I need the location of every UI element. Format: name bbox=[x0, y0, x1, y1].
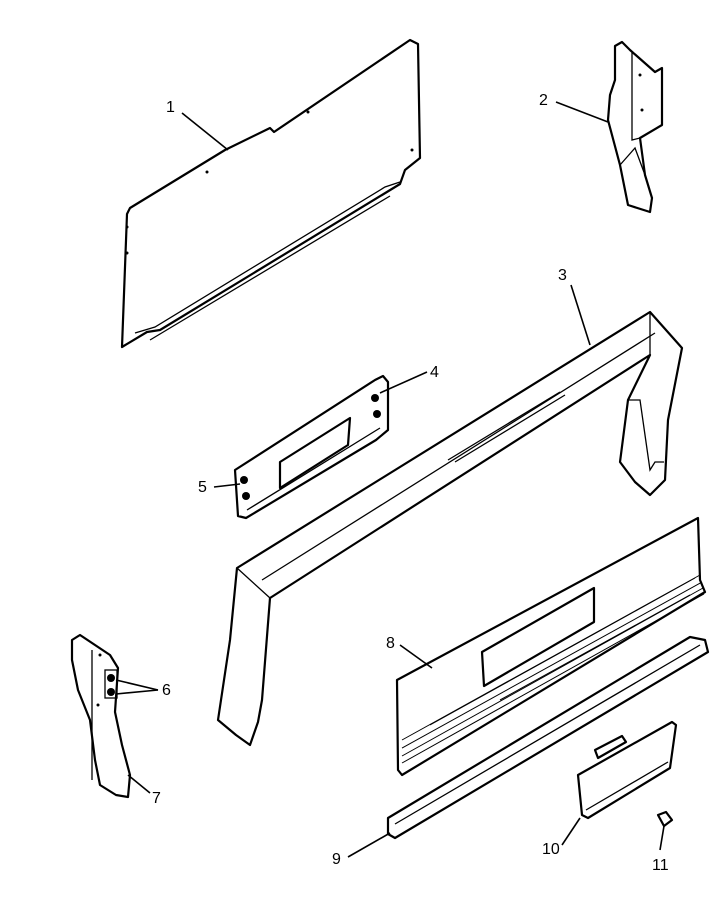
part-1-back-panel bbox=[120, 38, 422, 349]
leader-lines bbox=[115, 101, 665, 858]
part-8-control-panel bbox=[395, 516, 707, 777]
callout-6: 6 bbox=[162, 682, 171, 699]
callout-4: 4 bbox=[430, 364, 439, 381]
callout-1: 1 bbox=[166, 99, 175, 116]
callout-10: 10 bbox=[542, 841, 560, 858]
callout-2: 2 bbox=[539, 92, 548, 109]
callout-11: 11 bbox=[652, 857, 669, 874]
callout-9: 9 bbox=[332, 851, 341, 868]
part-10-window-lens bbox=[576, 720, 678, 820]
part-4-clock-bracket bbox=[233, 374, 390, 520]
part-3-backguard-frame bbox=[216, 310, 684, 747]
callout-3: 3 bbox=[558, 267, 567, 284]
part-7-left-side-bracket bbox=[70, 633, 132, 799]
callout-7: 7 bbox=[152, 790, 161, 807]
callout-labels: 1 2 3 4 5 6 7 8 9 10 11 bbox=[152, 92, 669, 874]
callout-5: 5 bbox=[198, 479, 207, 496]
part-2-right-side-bracket bbox=[606, 40, 664, 214]
part-11-clip bbox=[656, 810, 674, 828]
callout-8: 8 bbox=[386, 635, 395, 652]
